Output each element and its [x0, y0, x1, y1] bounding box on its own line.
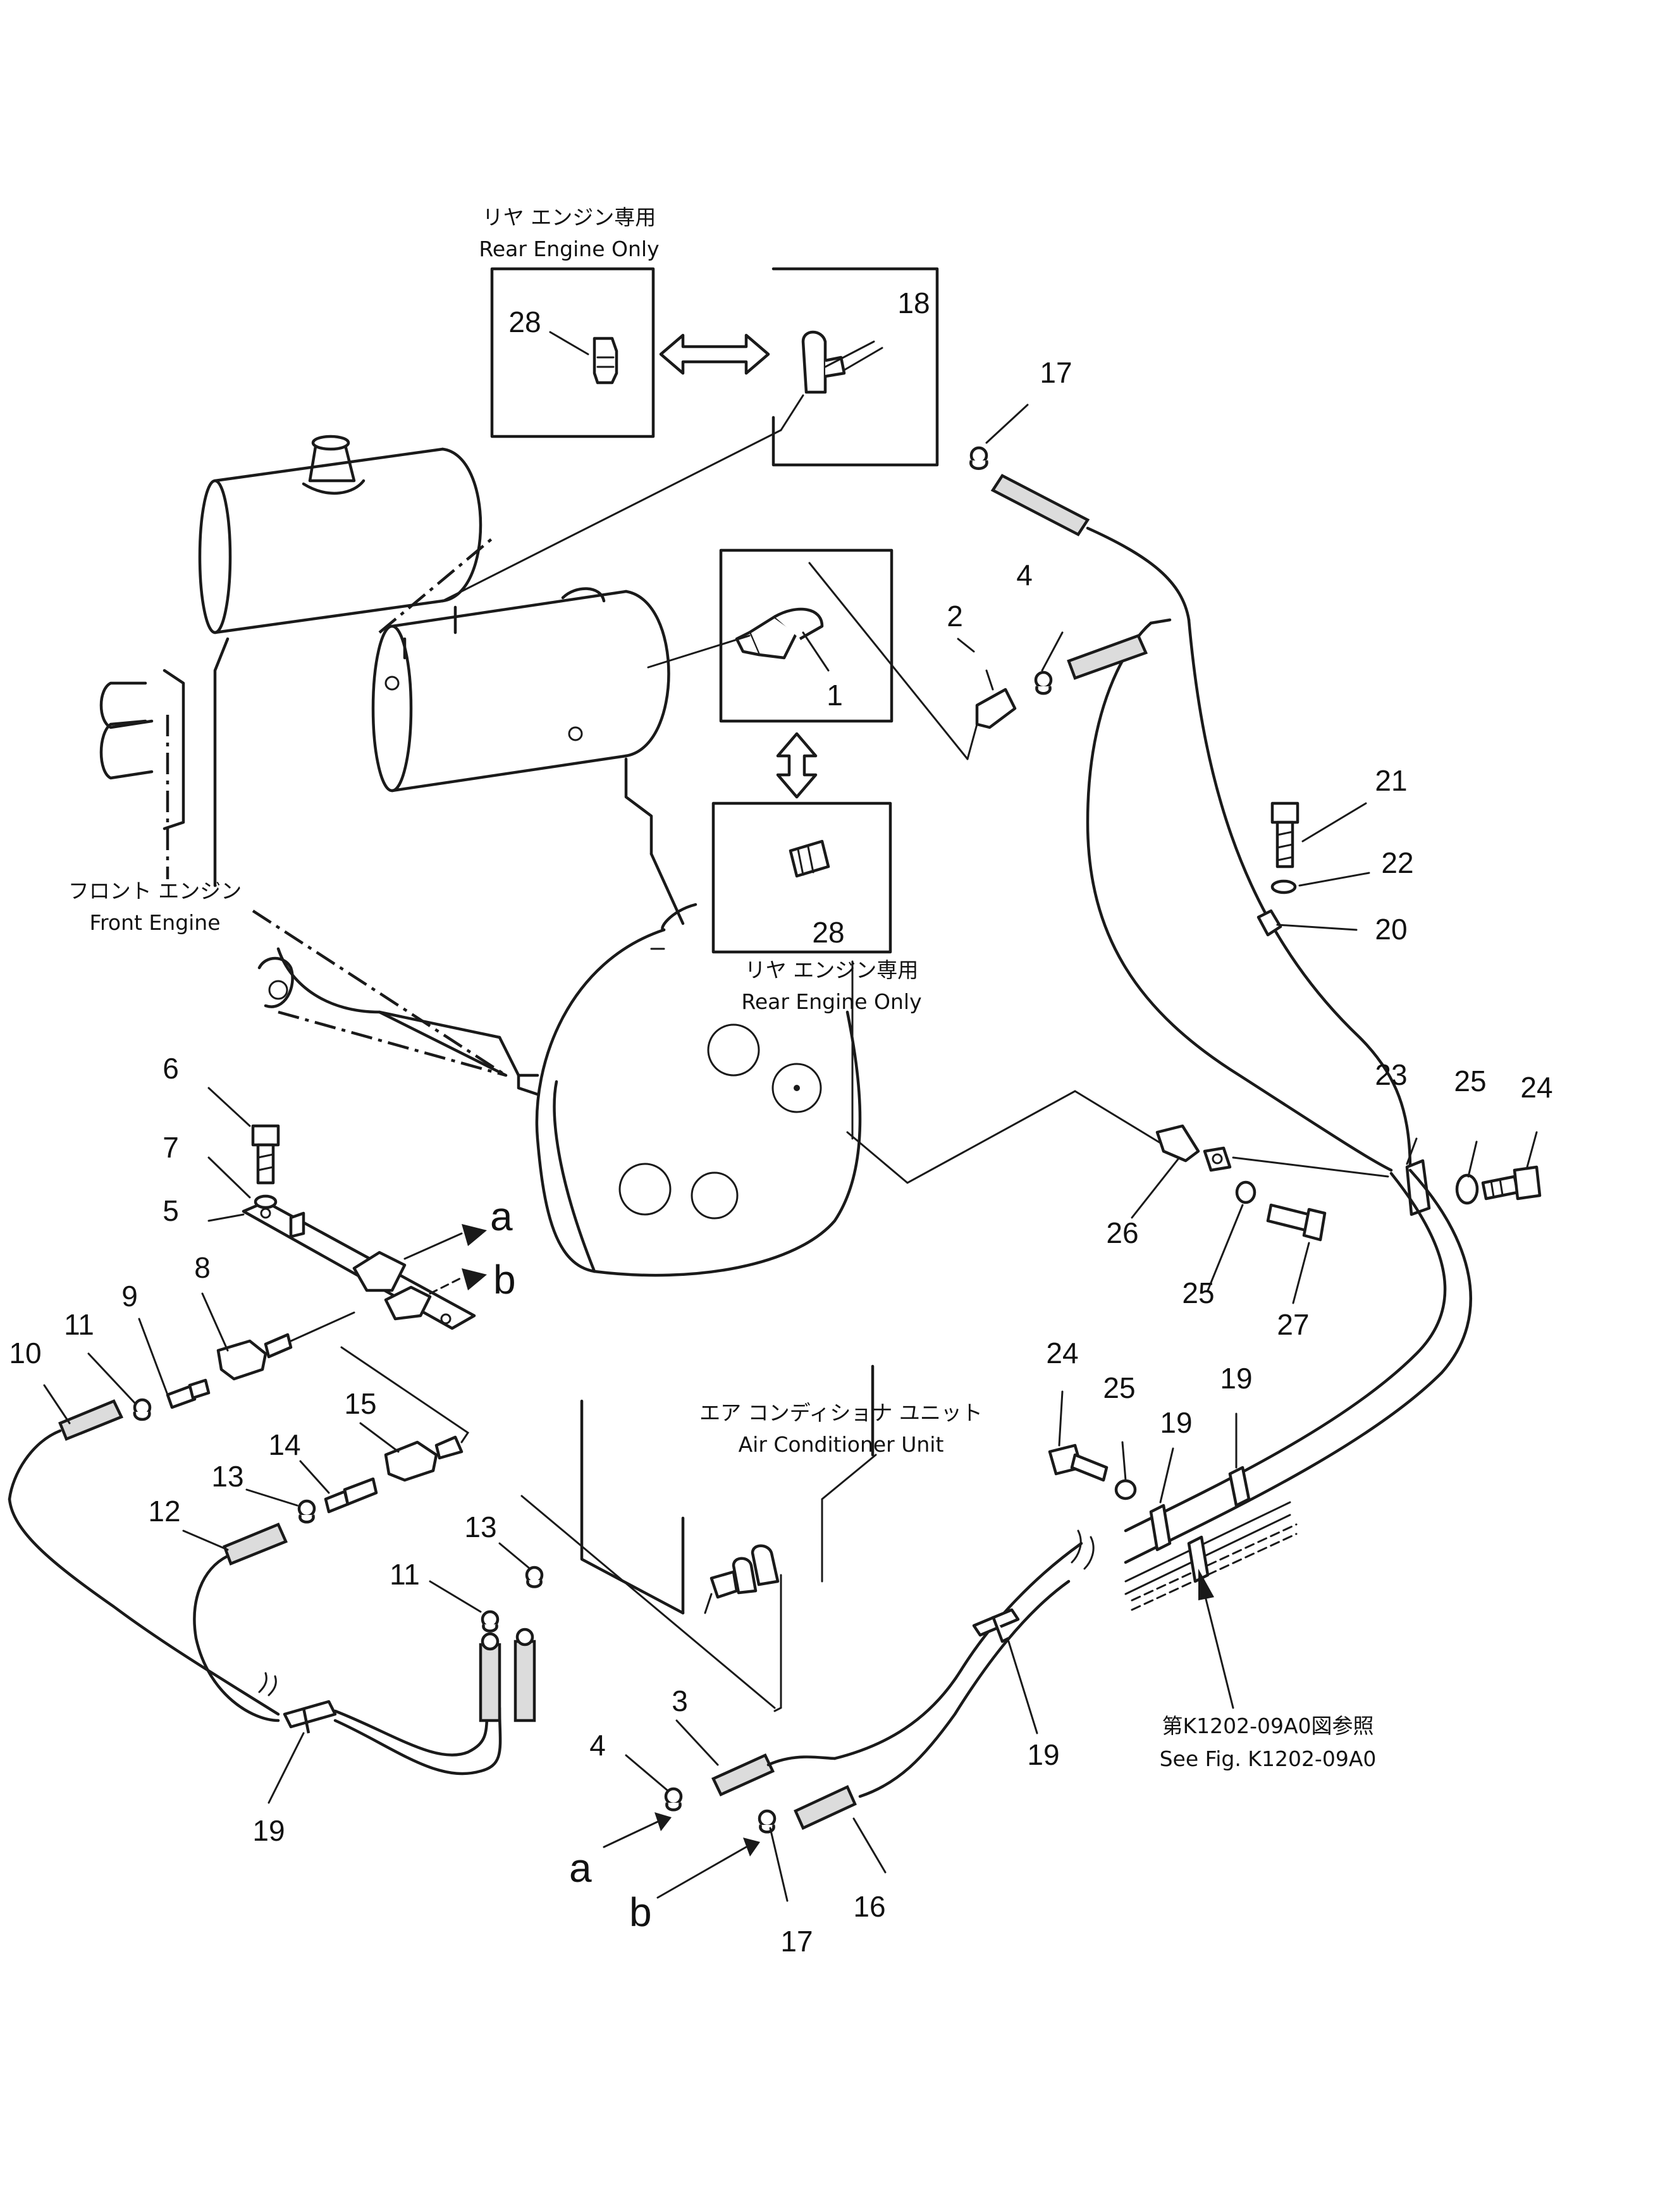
upper-hose — [441, 429, 1412, 1172]
callout-7: 7 — [163, 1131, 179, 1164]
callout-1: 1 — [826, 679, 843, 712]
callout-11-top: 11 — [64, 1308, 94, 1341]
inset-rear-plug — [490, 267, 655, 438]
inset-front-plug — [711, 801, 892, 1140]
callout-24-lower: 24 — [1046, 1337, 1078, 1369]
rear-only-jp-bottom: リヤ エンジン専用 — [745, 958, 919, 982]
callout-18: 18 — [897, 287, 930, 319]
callout-3: 3 — [672, 1684, 688, 1717]
bracket-area — [846, 1090, 1542, 1242]
callout-25-mid: 25 — [1182, 1276, 1214, 1309]
callout-25-right: 25 — [1454, 1065, 1486, 1097]
see-fig-jp: 第K1202-09A0図参照 — [1162, 1714, 1373, 1738]
callout-8: 8 — [194, 1251, 211, 1284]
inset-elbow-18 — [771, 267, 939, 467]
inlet-arrows — [603, 1812, 760, 1899]
callout-10: 10 — [9, 1337, 41, 1369]
callout-4-top: 4 — [1016, 559, 1033, 591]
callout-23: 23 — [1375, 1058, 1407, 1091]
callout-15: 15 — [344, 1387, 376, 1420]
callout-28-bottom: 28 — [812, 916, 844, 949]
callout-16: 16 — [853, 1890, 885, 1923]
callout-4-lower: 4 — [589, 1729, 606, 1762]
callout-19-middle: 19 — [1027, 1738, 1059, 1771]
callout-21: 21 — [1375, 764, 1407, 797]
callout-numbers: 28 18 17 4 2 1 28 21 22 20 23 25 24 26 2… — [9, 287, 1552, 1958]
callout-12: 12 — [148, 1495, 180, 1528]
callout-25-lower: 25 — [1103, 1371, 1135, 1404]
callout-19-right: 19 — [1160, 1406, 1192, 1439]
front-engine-en: Front Engine — [89, 910, 220, 935]
rear-only-en-top: Rear Engine Only — [479, 237, 659, 261]
callout-28-top: 28 — [508, 306, 541, 338]
front-engine-jp: フロント エンジン — [68, 879, 242, 903]
callout-14: 14 — [268, 1428, 300, 1461]
callout-26: 26 — [1106, 1216, 1138, 1249]
arrow-label-a-bottom: a — [569, 1845, 592, 1891]
engine-assembly — [99, 435, 862, 1277]
annotations: リヤ エンジン専用 Rear Engine Only フロント エンジン Fro… — [68, 205, 1377, 1935]
callout-2: 2 — [947, 600, 963, 633]
callout-19-left: 19 — [252, 1814, 285, 1847]
callout-13-top: 13 — [211, 1460, 243, 1493]
callout-5: 5 — [163, 1194, 179, 1227]
callout-6: 6 — [163, 1052, 179, 1085]
callout-11-lower: 11 — [390, 1558, 420, 1591]
lower-hose — [664, 1168, 1473, 1834]
callout-24-right: 24 — [1520, 1071, 1552, 1104]
callout-13-lower: 13 — [464, 1511, 496, 1543]
rear-only-en-bottom: Rear Engine Only — [741, 989, 921, 1014]
callout-27: 27 — [1277, 1308, 1309, 1341]
aircon-unit — [520, 1364, 877, 1712]
arrow-label-b-bottom: b — [629, 1889, 652, 1935]
aircon-jp: エア コンディショナ ユニット — [699, 1400, 983, 1425]
see-fig-en: See Fig. K1202-09A0 — [1160, 1746, 1377, 1771]
callout-20: 20 — [1375, 913, 1407, 946]
aircon-en: Air Conditioner Unit — [739, 1432, 944, 1457]
inset-fitting-1 — [719, 548, 969, 760]
callout-22: 22 — [1381, 846, 1413, 879]
callout-19-far-right: 19 — [1220, 1362, 1252, 1395]
leader-lines — [43, 347, 1538, 1902]
rear-only-jp-top: リヤ エンジン専用 — [482, 205, 656, 230]
left-branch — [8, 1124, 544, 1776]
callout-9: 9 — [121, 1280, 138, 1313]
arrow-label-a-top: a — [490, 1194, 513, 1239]
callout-17-lower: 17 — [780, 1925, 813, 1958]
callout-17-top: 17 — [1040, 356, 1072, 389]
arrow-label-b-top: b — [493, 1257, 516, 1302]
swap-arrows — [659, 333, 818, 799]
